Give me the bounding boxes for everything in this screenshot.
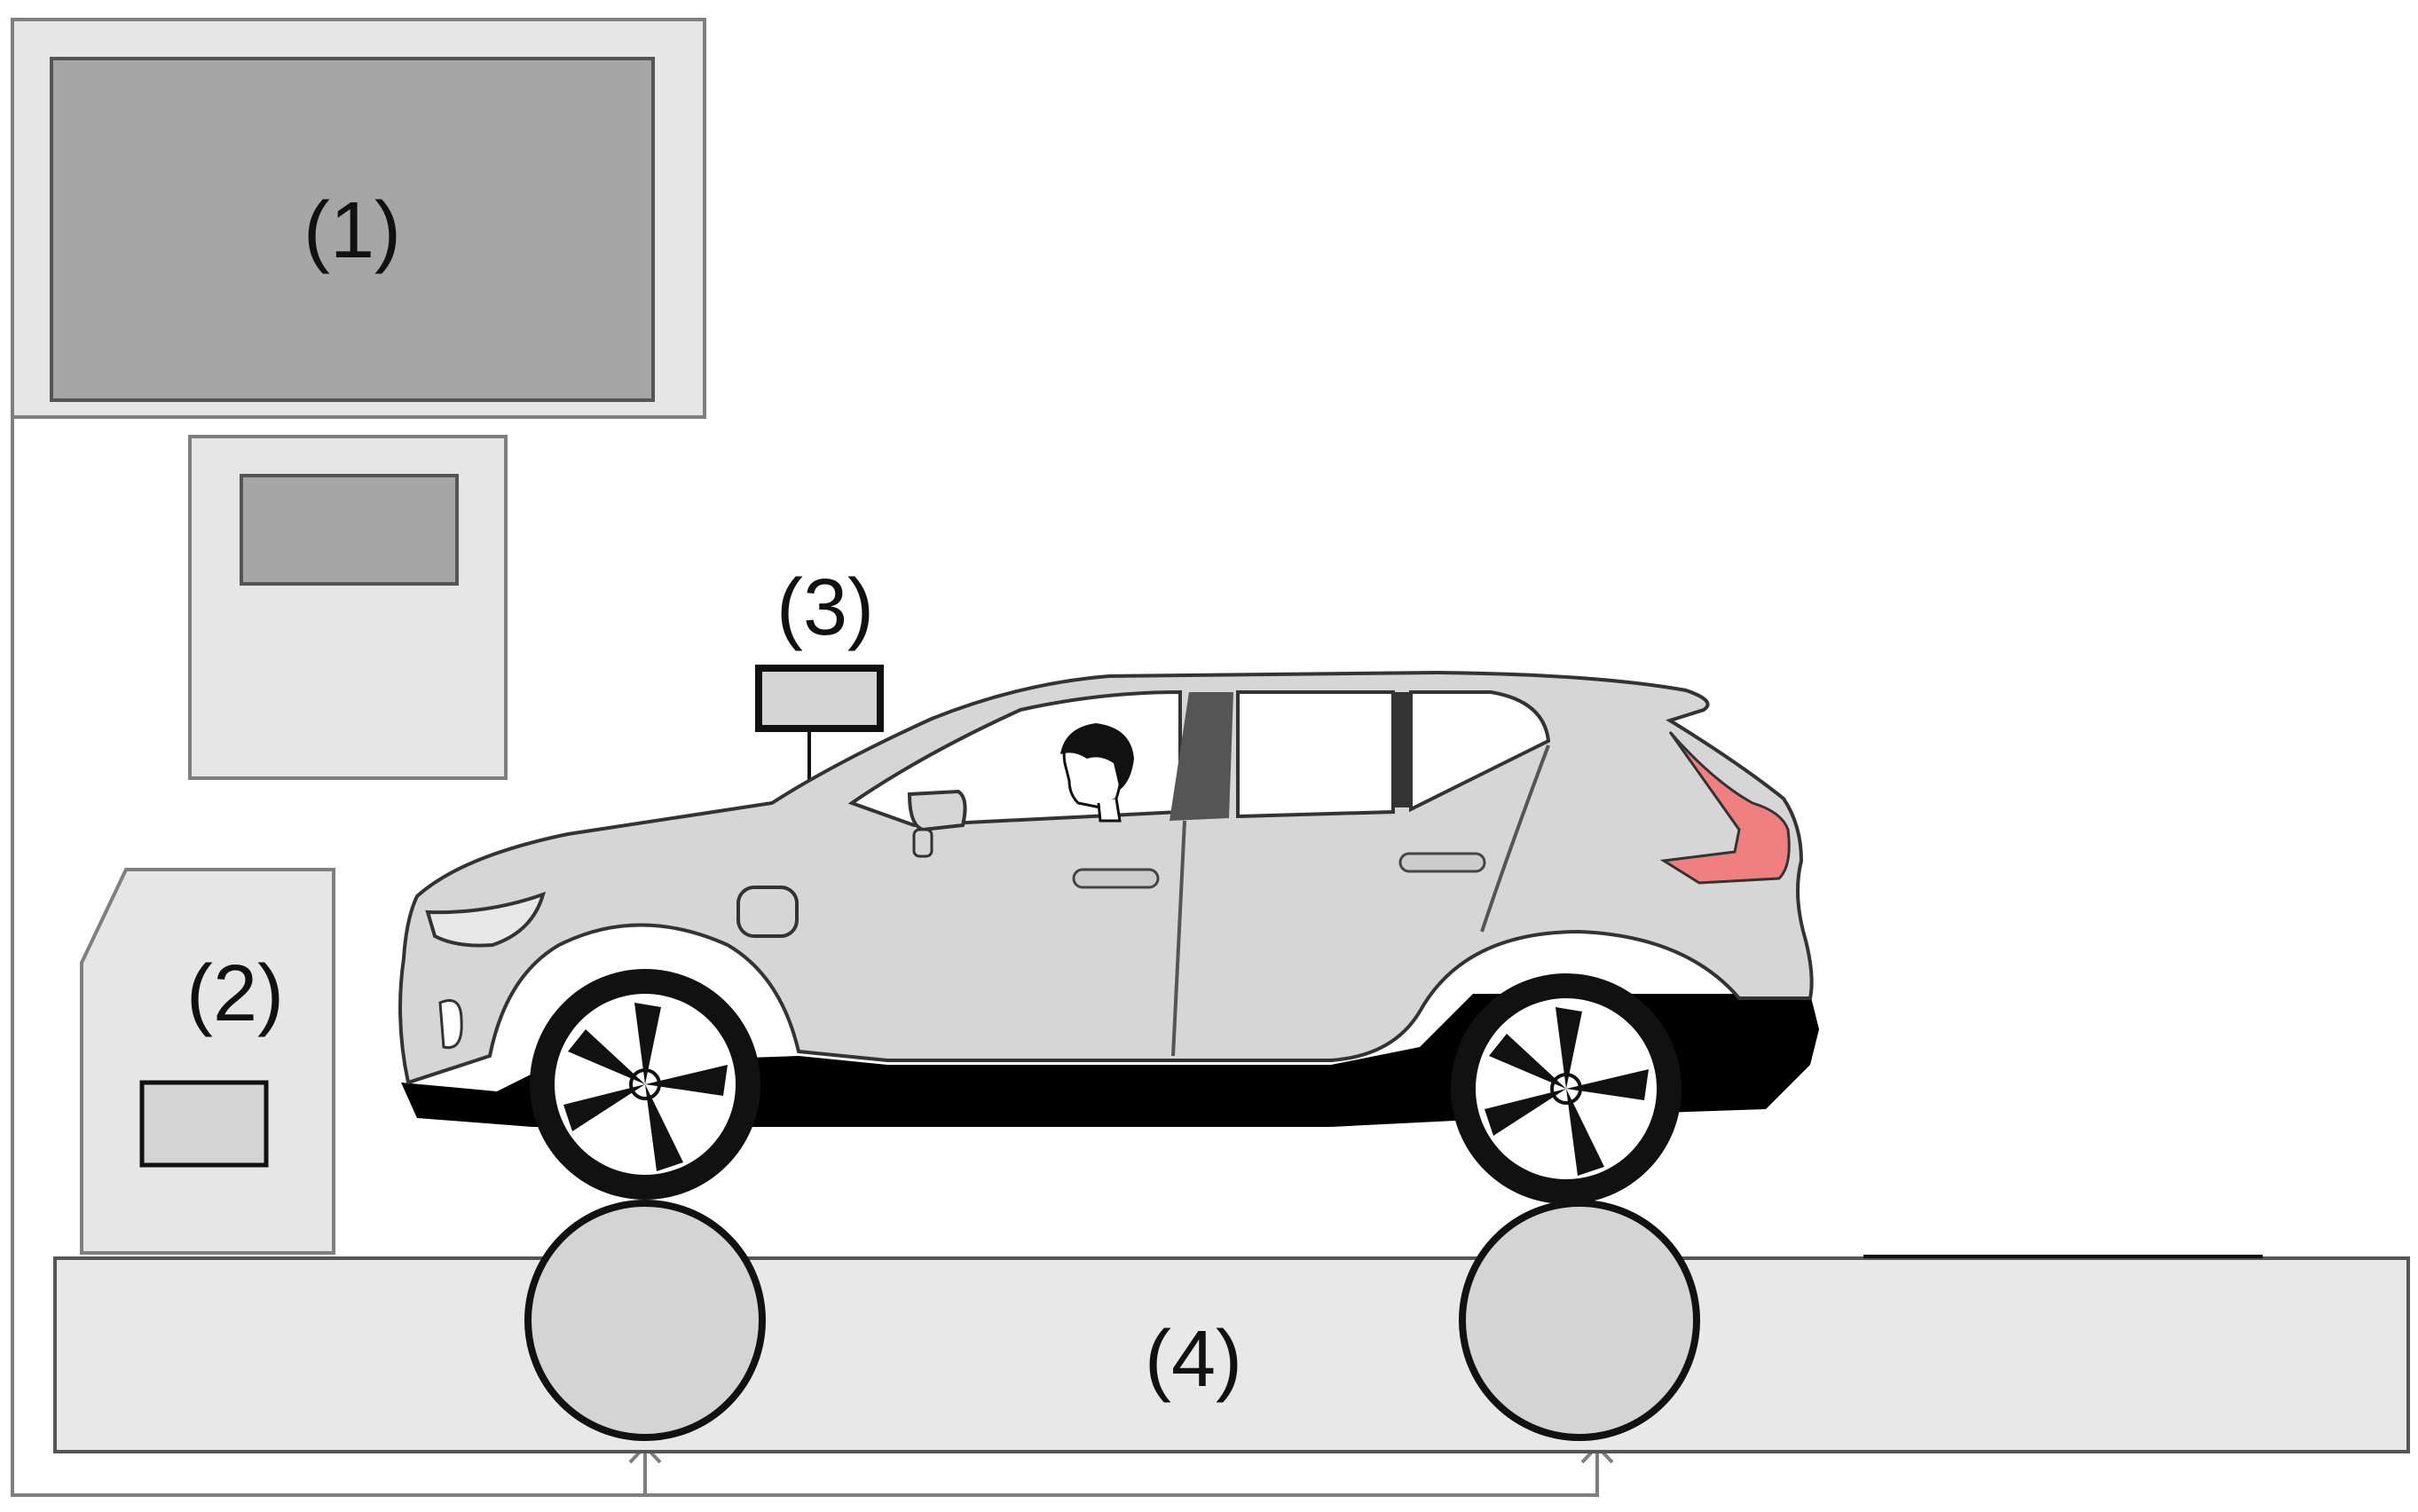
front-wheel xyxy=(530,969,760,1200)
main-monitor: (1) xyxy=(11,18,706,419)
rollers xyxy=(524,1200,1700,1441)
front-roller xyxy=(524,1200,766,1441)
sensor-unit: (3) xyxy=(755,563,884,803)
driver xyxy=(1060,723,1134,823)
control-unit xyxy=(188,435,508,780)
dynamometer-platform xyxy=(53,1255,2410,1453)
rear-wheel xyxy=(1451,973,1682,1204)
label-1: (1) xyxy=(303,186,401,275)
tail-light xyxy=(1659,731,1791,885)
label-4: (4) xyxy=(1145,1315,1242,1404)
rear-roller xyxy=(1459,1200,1700,1441)
label-2: (2) xyxy=(186,949,284,1038)
label-3: (3) xyxy=(776,563,874,652)
cabinet: (2) xyxy=(80,868,335,1255)
car xyxy=(398,670,1819,1204)
